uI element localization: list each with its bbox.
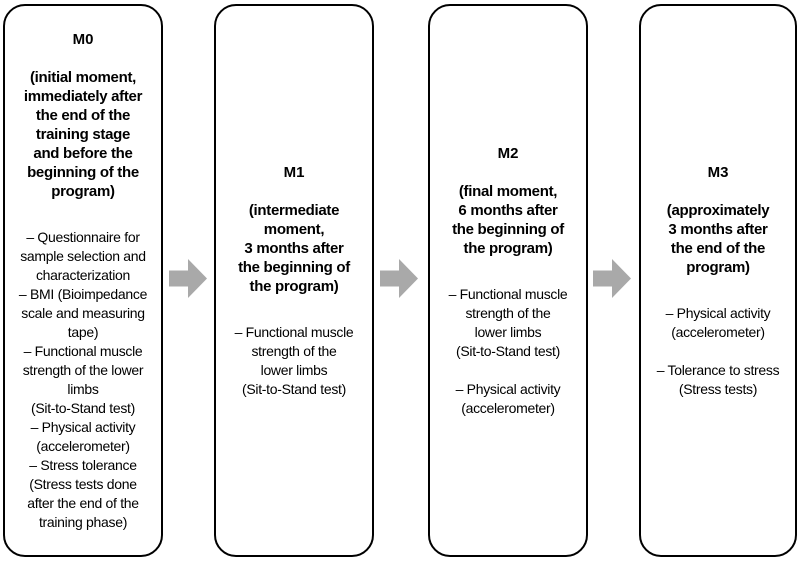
- stage-box-m2: M2 (final moment, 6 months after the beg…: [428, 4, 588, 557]
- measure-item: – Physical activity (accelerometer): [455, 380, 561, 416]
- stage-box-m1: M1 (intermediate moment, 3 months after …: [214, 4, 374, 557]
- stage-box-m0: M0 (initial moment, immediately after th…: [3, 4, 163, 557]
- flow-arrow-icon: [380, 259, 418, 298]
- stage-measures-m3: – Physical activity (accelerometer) – To…: [657, 304, 780, 399]
- stage-title-m1: M1: [283, 163, 305, 181]
- stage-subtitle-m1: (intermediate moment, 3 months after the…: [238, 201, 350, 295]
- stage-measures-m2: – Functional muscle strength of the lowe…: [449, 285, 568, 418]
- stage-title-m0: M0: [72, 30, 94, 48]
- measure-item: – Physical activity (accelerometer): [665, 304, 771, 340]
- stage-title-m3: M3: [707, 163, 729, 181]
- measure-item: – Functional muscle strength of the lowe…: [448, 285, 568, 359]
- measure-item: – Questionnaire for sample selection and…: [20, 228, 146, 283]
- measure-item: – Functional muscle strength of the lowe…: [22, 342, 144, 416]
- flow-arrow-icon: [169, 259, 207, 298]
- stage-subtitle-m3: (approximately 3 months after the end of…: [666, 201, 770, 276]
- flow-arrow-icon: [593, 259, 631, 298]
- stage-measures-m0: – Questionnaire for sample selection and…: [19, 228, 147, 532]
- stage-subtitle-m2: (final moment, 6 months after the beginn…: [452, 182, 564, 257]
- measure-item: – Stress tolerance (Stress tests done af…: [27, 456, 139, 530]
- measure-item: – Functional muscle strength of the lowe…: [234, 323, 354, 397]
- stage-box-m3: M3 (approximately 3 months after the end…: [639, 4, 797, 557]
- measure-item: – Physical activity (accelerometer): [30, 418, 136, 454]
- stage-measures-m1: – Functional muscle strength of the lowe…: [235, 323, 354, 399]
- measure-item: – BMI (Bioimpedance scale and measuring …: [18, 285, 148, 340]
- stage-subtitle-m0: (initial moment, immediately after the e…: [23, 68, 143, 200]
- measure-item: – Tolerance to stress (Stress tests): [656, 361, 780, 397]
- stage-title-m2: M2: [497, 144, 519, 162]
